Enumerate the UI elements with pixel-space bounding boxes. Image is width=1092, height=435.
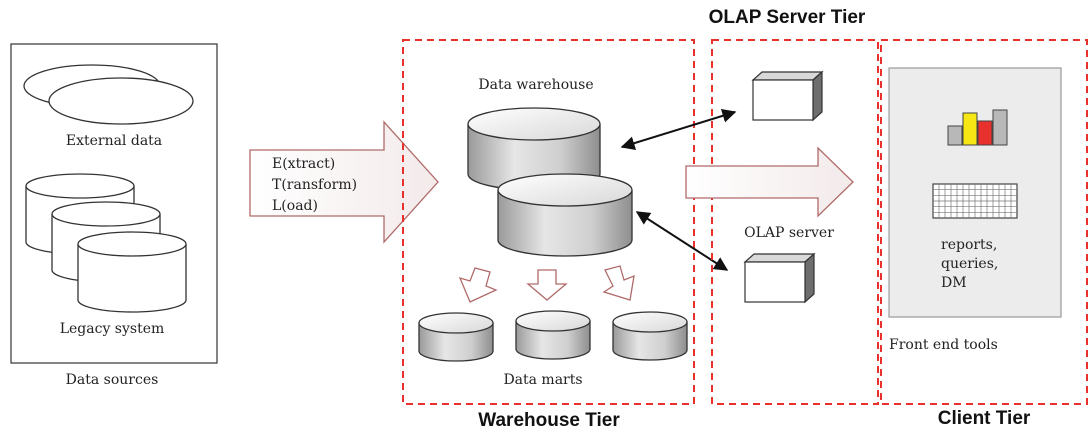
tools-queries-label: queries,: [941, 256, 998, 272]
external-data-label: External data: [66, 133, 162, 149]
olap-server-cube-icon: [743, 252, 816, 304]
olap-to-client-arrow: [685, 146, 854, 218]
front-end-tools-label: Front end tools: [889, 337, 998, 353]
client-tier-border: [880, 39, 1088, 405]
warehouse-tier-label: Warehouse Tier: [478, 410, 620, 431]
olap-tier-label: OLAP Server Tier: [709, 7, 866, 28]
data-sources-panel: External data Legacy system: [10, 43, 218, 364]
distribution-arrows: [458, 265, 635, 303]
etl-load-label: L(oad): [272, 198, 318, 214]
bar-chart-icon: [947, 109, 1008, 146]
legacy-system-icon: [25, 173, 187, 313]
tools-reports-label: reports,: [941, 237, 997, 253]
etl-extract-label: E(xtract): [272, 156, 335, 172]
data-sources-label: Data sources: [66, 372, 159, 388]
down-arrow: [526, 269, 568, 301]
etl-arrow: E(xtract) T(ransform) L(oad): [249, 120, 439, 244]
etl-transform-label: T(ransform): [272, 177, 357, 193]
olap-server-cube-icon: [751, 70, 824, 122]
olap-tier-border: [711, 39, 879, 405]
spreadsheet-icon: [932, 183, 1018, 219]
down-left-arrow: [458, 267, 498, 303]
down-right-arrow: [602, 265, 635, 301]
data-marts-label: Data marts: [503, 372, 582, 388]
client-tier-label: Client Tier: [938, 408, 1031, 429]
tools-dm-label: DM: [941, 275, 967, 291]
legacy-system-label: Legacy system: [60, 321, 165, 337]
dw-olap-bottom-arrow: [635, 211, 729, 271]
data-warehouse-icon: [467, 107, 633, 257]
data-marts-icon: [418, 310, 688, 362]
olap-server-label: OLAP server: [744, 225, 834, 241]
external-data-icon: [23, 64, 194, 125]
data-warehouse-label: Data warehouse: [478, 77, 593, 93]
dw-olap-top-arrow: [620, 109, 737, 150]
